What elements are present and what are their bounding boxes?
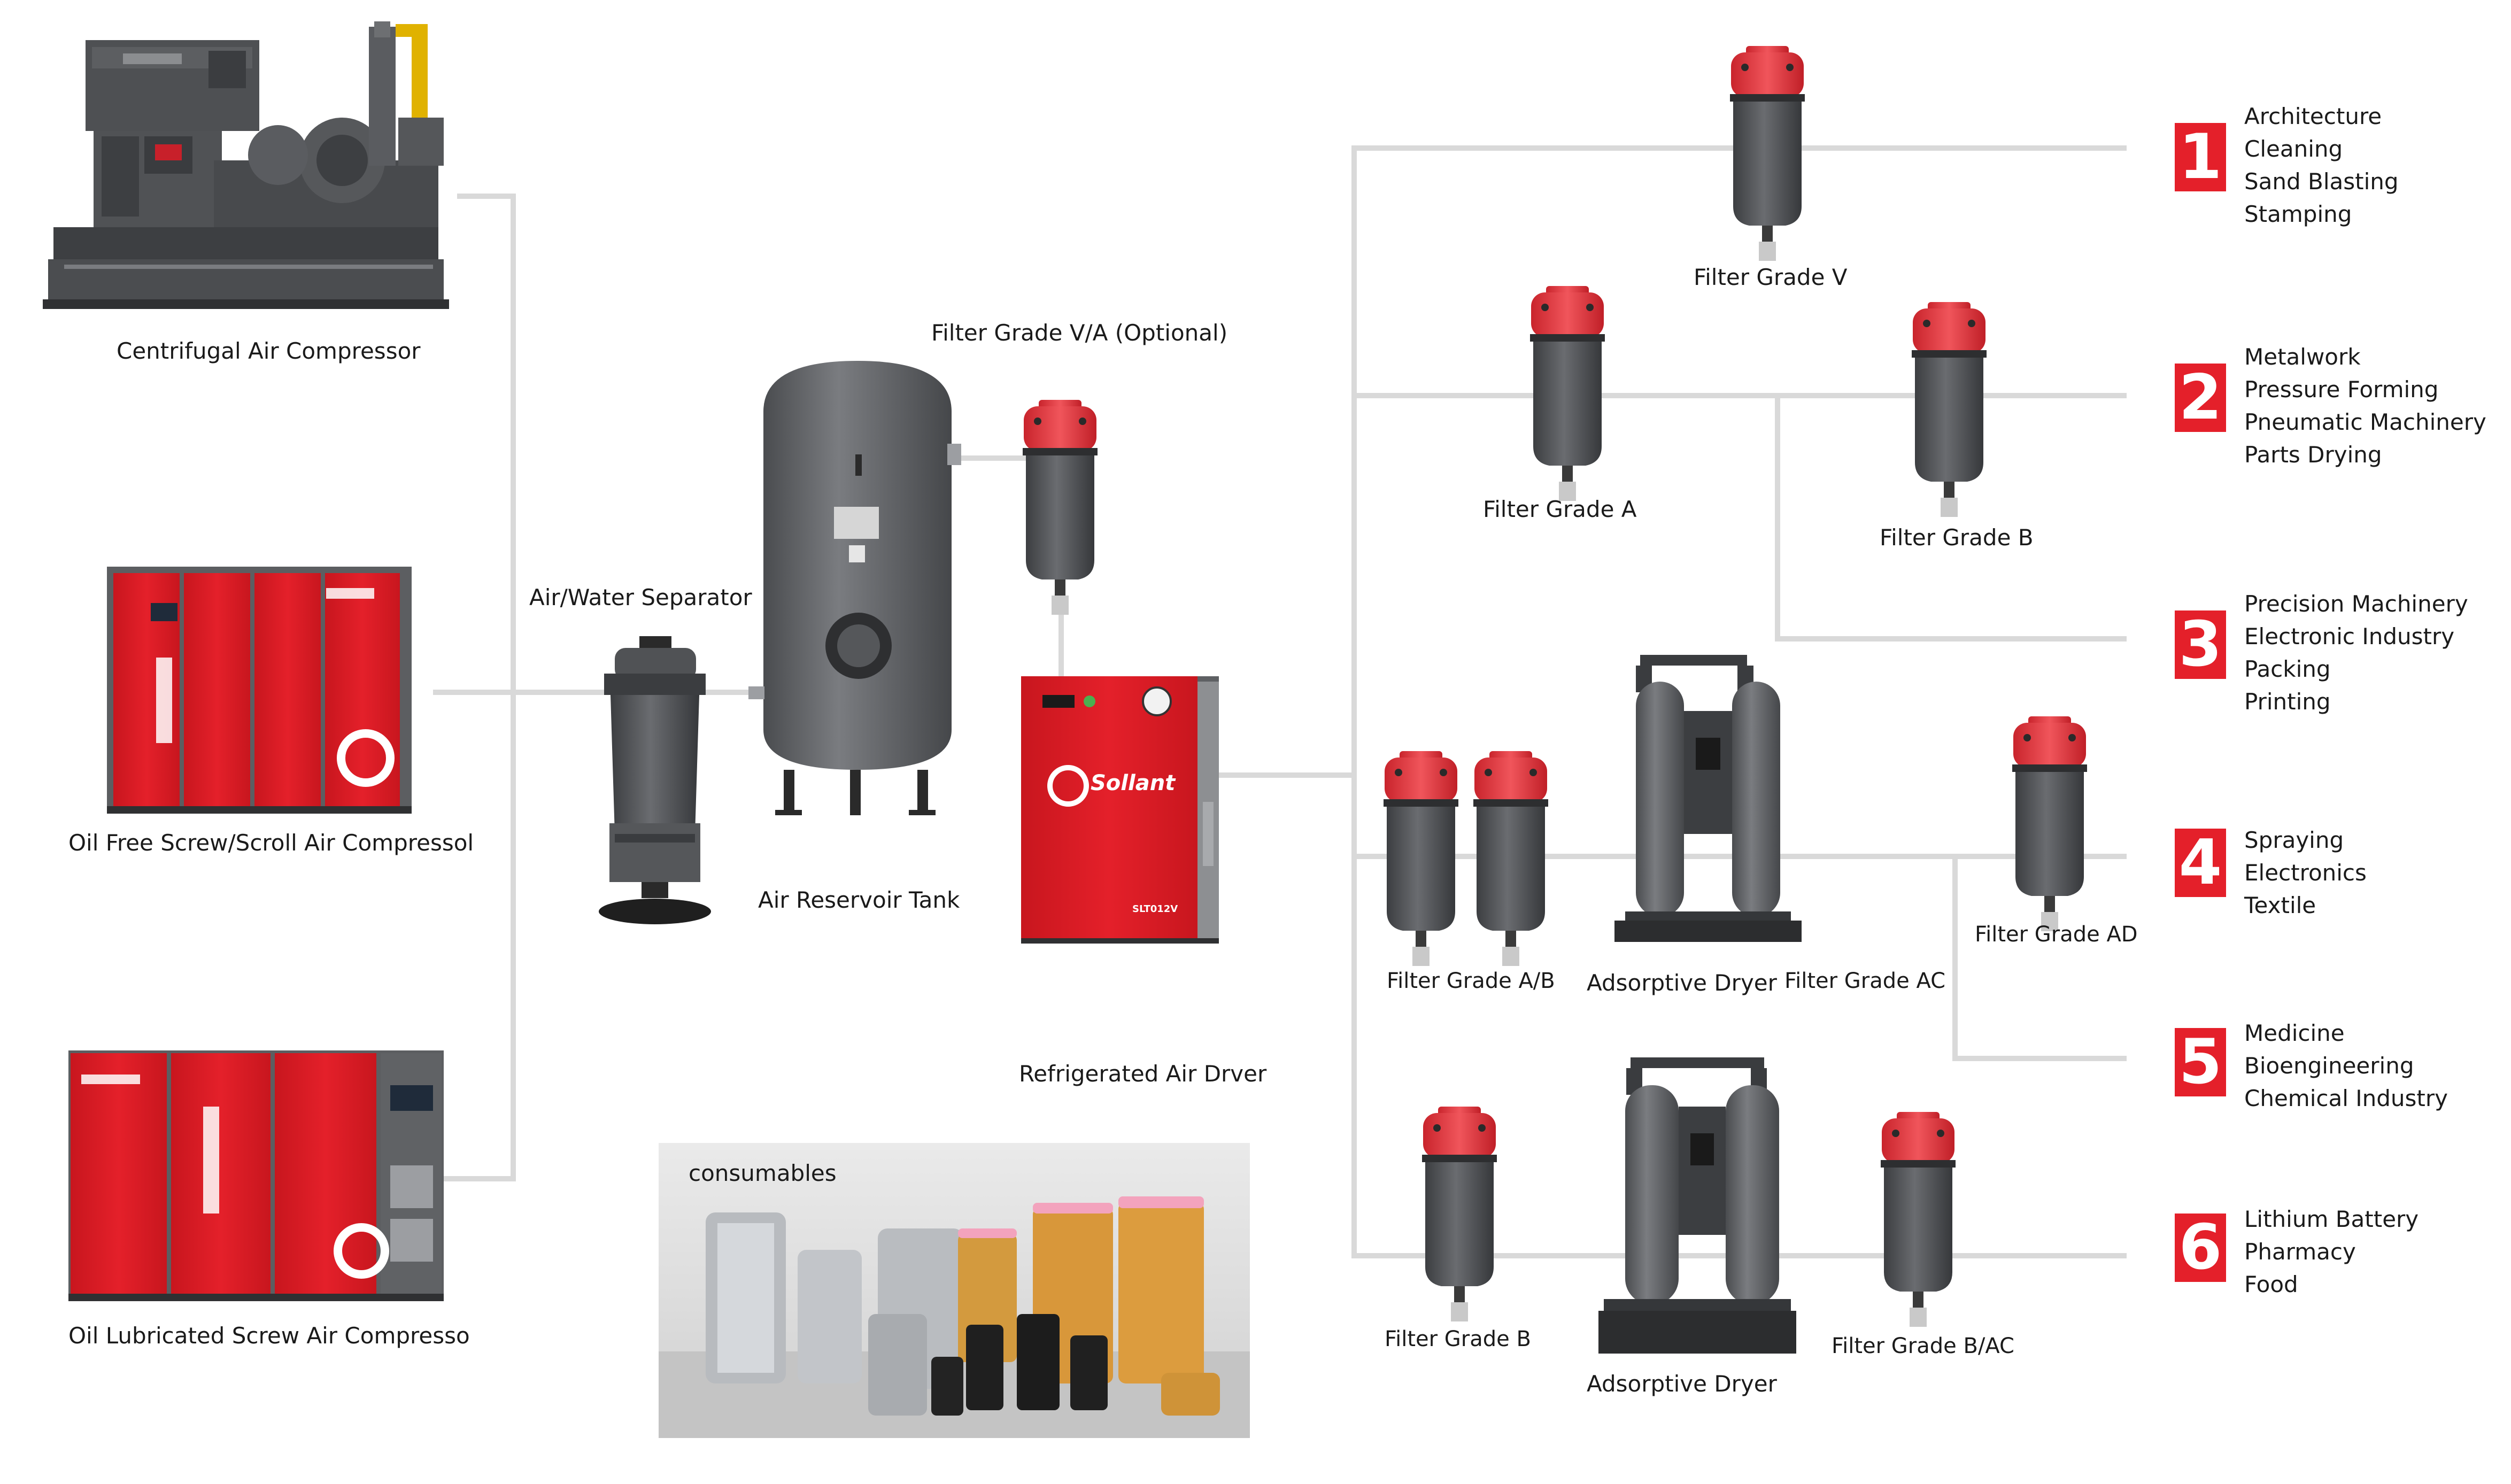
application-number-badge: 5 bbox=[2175, 1028, 2226, 1096]
application-uses-list: Spraying Electronics Textile bbox=[2244, 824, 2367, 922]
refrigerated-dryer-label: Refrigerated Air Drver bbox=[1019, 1061, 1267, 1087]
application-use: Pharmacy bbox=[2244, 1239, 2356, 1265]
adsorptive-dryer-label: Adsorptive Dryer bbox=[1587, 970, 1777, 996]
refrigerated-dryer-icon bbox=[1021, 676, 1219, 944]
application-uses-list: Lithium Battery Pharmacy Food bbox=[2244, 1203, 2419, 1301]
filter-ad-icon bbox=[2012, 716, 2087, 931]
filter-label-b: Filter Grade B bbox=[1385, 1327, 1531, 1351]
filter-b-icon bbox=[1912, 302, 1987, 517]
application-use: Chemical Industry bbox=[2244, 1085, 2448, 1111]
filter-label-ab: Filter Grade A/B bbox=[1387, 969, 1555, 993]
consumables-label: consumables bbox=[689, 1160, 837, 1186]
application-use: Electronic Industry bbox=[2244, 623, 2455, 650]
application-use: Cleaning bbox=[2244, 136, 2343, 162]
filter-label-ac: Filter Grade AC bbox=[1784, 969, 1946, 993]
application-use: Textile bbox=[2244, 892, 2316, 918]
application-use: Lithium Battery bbox=[2244, 1206, 2419, 1232]
air-tank-icon bbox=[748, 361, 961, 815]
adsorptive-dryer-icon bbox=[1598, 1057, 1796, 1354]
dryer-brand: Sollant bbox=[1091, 771, 1176, 795]
application-use: Pneumatic Machinery bbox=[2244, 409, 2486, 435]
application-use: Pressure Forming bbox=[2244, 376, 2439, 403]
application-uses-list: Metalwork Pressure Forming Pneumatic Mac… bbox=[2244, 341, 2486, 471]
application-use: Medicine bbox=[2244, 1020, 2345, 1046]
compressor-label: Centrifugal Air Compressor bbox=[117, 338, 421, 364]
filter-ab-icon bbox=[1384, 751, 1458, 966]
application-use: Printing bbox=[2244, 689, 2331, 715]
water-separator-icon bbox=[599, 636, 711, 924]
application-use: Sand Blasting bbox=[2244, 168, 2399, 195]
filter-b-icon bbox=[1422, 1107, 1497, 1321]
separator-label: Air/Water Separator bbox=[529, 584, 752, 610]
adsorptive-dryer-icon bbox=[1614, 655, 1802, 942]
consumables-photo bbox=[659, 1143, 1250, 1438]
application-number-badge: 2 bbox=[2175, 364, 2226, 432]
filter-bac-icon bbox=[1881, 1112, 1956, 1327]
consumables-icon bbox=[659, 1196, 1250, 1438]
filter-va-icon bbox=[1023, 400, 1098, 615]
application-use: Metalwork bbox=[2244, 344, 2361, 370]
application-uses-list: Architecture Cleaning Sand Blasting Stam… bbox=[2244, 100, 2399, 230]
application-number-badge: 4 bbox=[2175, 829, 2226, 897]
application-use: Packing bbox=[2244, 656, 2331, 682]
filter-label-bac: Filter Grade B/AC bbox=[1832, 1334, 2014, 1358]
centrifugal-compressor-icon bbox=[43, 21, 449, 309]
filter-label-ad: Filter Grade AD bbox=[1975, 922, 2138, 947]
optional-filter-label: Filter Grade V/A (Optional) bbox=[931, 320, 1228, 346]
filter-ab-icon bbox=[1473, 751, 1548, 966]
application-number-badge: 3 bbox=[2175, 610, 2226, 679]
screw-compressor-icon bbox=[68, 1050, 444, 1301]
compressor-label: Oil Lubricated Screw Air Compresso bbox=[68, 1323, 470, 1349]
application-number-badge: 1 bbox=[2175, 123, 2226, 191]
application-use: Food bbox=[2244, 1271, 2298, 1297]
dryer-model: SLT012V bbox=[1132, 903, 1178, 915]
compressor-label: Oil Free Screw/Scroll Air Compressol bbox=[68, 830, 474, 856]
application-number-badge: 6 bbox=[2175, 1214, 2226, 1282]
filter-a-icon bbox=[1530, 286, 1605, 501]
application-uses-list: Precision Machinery Electronic Industry … bbox=[2244, 588, 2468, 718]
application-uses-list: Medicine Bioengineering Chemical Industr… bbox=[2244, 1017, 2448, 1115]
application-use: Precision Machinery bbox=[2244, 591, 2468, 617]
application-use: Spraying bbox=[2244, 827, 2344, 853]
application-use: Bioengineering bbox=[2244, 1053, 2414, 1079]
application-use: Electronics bbox=[2244, 860, 2367, 886]
filter-label-b: Filter Grade B bbox=[1880, 524, 2034, 551]
application-use: Stamping bbox=[2244, 201, 2352, 227]
filter-v-icon bbox=[1730, 46, 1805, 261]
filter-label-a: Filter Grade A bbox=[1483, 496, 1637, 522]
screw-compressor-icon bbox=[107, 567, 412, 814]
adsorptive-dryer-label: Adsorptive Dryer bbox=[1587, 1371, 1777, 1397]
tank-label: Air Reservoir Tank bbox=[758, 887, 960, 913]
application-use: Architecture bbox=[2244, 103, 2382, 129]
application-use: Parts Drying bbox=[2244, 442, 2382, 468]
filter-label-v: Filter Grade V bbox=[1694, 264, 1848, 290]
